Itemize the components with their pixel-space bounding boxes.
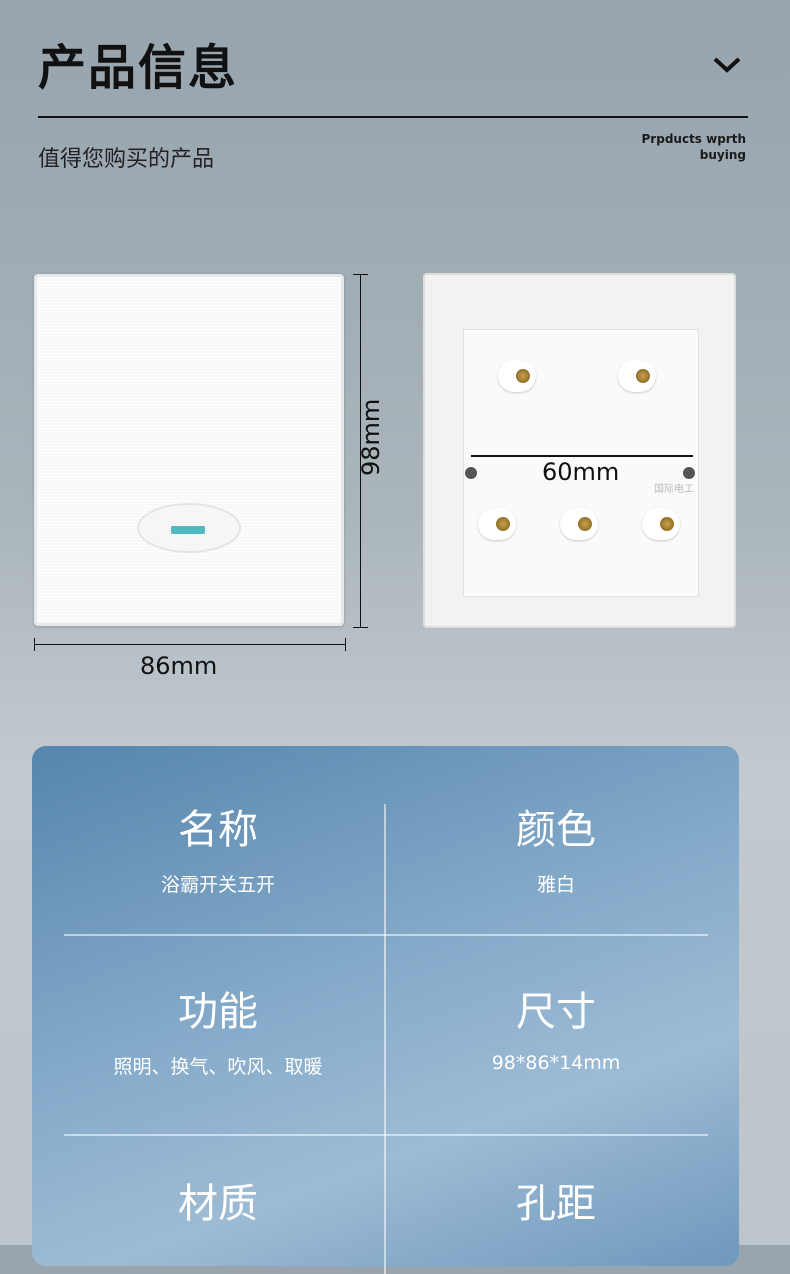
spec-value: 照明、换气、吹风、取暖 [113, 1056, 323, 1078]
spec-label: 尺寸 [516, 989, 596, 1035]
terminal-screw [478, 508, 516, 540]
spec-color: 颜色雅白 [386, 806, 726, 897]
hole-spacing-label: 60mm [542, 458, 620, 486]
spec-label: 孔距 [516, 1181, 596, 1227]
hole-spacing-line [471, 455, 693, 457]
spec-value: 浴霸开关五开 [160, 874, 275, 896]
divider [38, 116, 748, 118]
brand-logo: 国际电工 [654, 484, 694, 495]
spec-label: 材质 [178, 1181, 258, 1227]
divider [384, 804, 386, 1274]
spec-value: 98*86*14mm [491, 1052, 621, 1074]
terminal-screw [618, 360, 656, 392]
height-label: 98mm [357, 398, 385, 476]
terminal-screw [560, 508, 598, 540]
switch-back-image: 国际电工 60mm [423, 273, 736, 628]
spec-label: 功能 [178, 989, 258, 1035]
spec-material: 材质 [48, 1180, 388, 1228]
terminal-screw [642, 508, 680, 540]
english-tag-line: Prpducts wprth [641, 132, 746, 146]
spec-label: 颜色 [516, 807, 596, 853]
terminal-screw [498, 360, 536, 392]
spec-hole-spacing: 孔距 [386, 1180, 726, 1228]
indicator-light [171, 526, 205, 534]
spec-size: 尺寸 98*86*14mm [386, 988, 726, 1074]
spec-card: 名称浴霸开关五开 颜色雅白 功能照明、换气、吹风、取暖 尺寸 98*86*14mm… [32, 746, 739, 1274]
switch-rocker [137, 503, 241, 553]
spec-label: 名称 [178, 807, 258, 853]
english-tag-line: buying [699, 148, 746, 162]
english-tag: Prpducts wprth buying [642, 131, 746, 163]
switch-front-image [34, 274, 344, 626]
subtitle: 值得您购买的产品 [38, 147, 215, 172]
page-title: 产品信息 [38, 40, 239, 96]
mounting-hole [465, 467, 477, 479]
width-label: 86mm [140, 652, 218, 680]
divider [64, 1134, 708, 1136]
chevron-down-icon[interactable] [712, 54, 742, 76]
terminal-block: 国际电工 [463, 329, 699, 597]
spec-value: 雅白 [536, 874, 575, 896]
spec-function: 功能照明、换气、吹风、取暖 [48, 988, 388, 1079]
width-dimension-line [34, 638, 346, 651]
divider [64, 934, 708, 936]
spec-name: 名称浴霸开关五开 [48, 806, 388, 897]
height-dimension-line [353, 274, 368, 628]
mounting-hole [683, 467, 695, 479]
